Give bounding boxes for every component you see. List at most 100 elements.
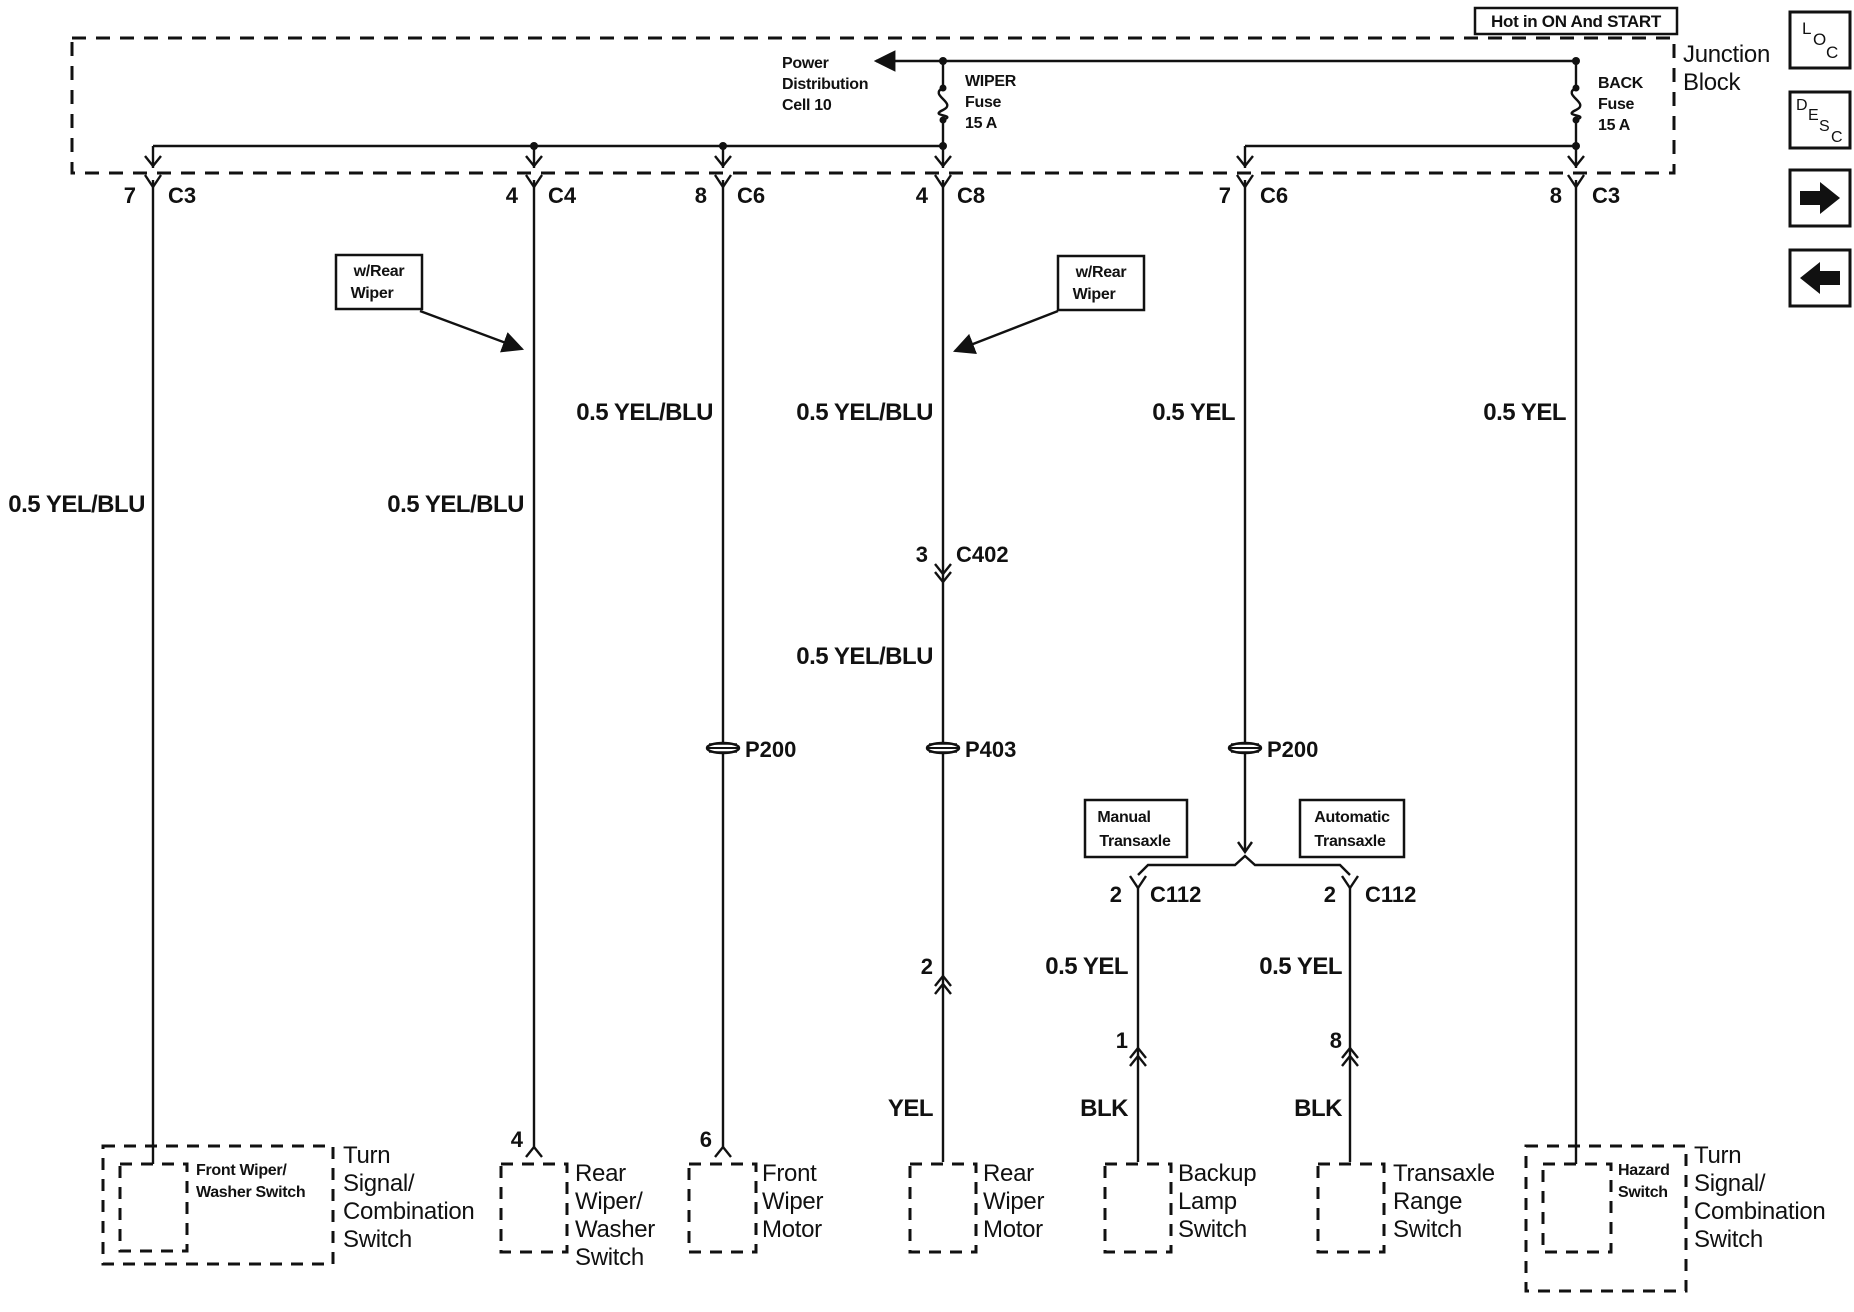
svg-text:7: 7 [1219, 183, 1231, 208]
next-page-button[interactable] [1788, 168, 1852, 228]
svg-text:Front Wiper/: Front Wiper/ [196, 1162, 287, 1179]
svg-text:3: 3 [916, 542, 928, 567]
svg-text:Cell 10: Cell 10 [782, 97, 832, 114]
svg-text:Wiper: Wiper [983, 1188, 1044, 1215]
svg-text:Motor: Motor [983, 1216, 1043, 1243]
junction-block-outline [70, 36, 1676, 175]
svg-text:Fuse: Fuse [965, 94, 1002, 111]
svg-text:Power: Power [782, 55, 829, 72]
svg-text:Rear: Rear [575, 1160, 626, 1187]
inline-connector-labels: 3 C402 P200 P403 P200 2 C112 2 C112 2 1 … [511, 542, 1417, 1152]
svg-text:Signal/: Signal/ [1694, 1170, 1766, 1197]
svg-text:Washer Switch: Washer Switch [196, 1184, 305, 1201]
junction-bus [151, 50, 1582, 168]
wire-labels: 0.5 YEL/BLU 0.5 YEL/BLU 0.5 YEL/BLU 0.5 … [8, 399, 1566, 1122]
svg-text:0.5 YEL: 0.5 YEL [1045, 953, 1128, 980]
connector-c3-right: 8 C3 [1550, 174, 1620, 208]
svg-text:Motor: Motor [762, 1216, 822, 1243]
option-rear-wiper-2: w/Rear Wiper [952, 254, 1146, 355]
loc-button[interactable]: L O C [1788, 10, 1852, 70]
connector-c4: 4 C4 [506, 174, 577, 208]
desc-button[interactable]: D E S C [1788, 90, 1852, 150]
svg-text:4: 4 [511, 1127, 524, 1152]
arrow-right-icon [1800, 182, 1840, 214]
connector-c8: 4 C8 [916, 174, 985, 208]
svg-text:Washer: Washer [575, 1216, 655, 1243]
hot-in-on-start-label: Hot in ON And START [1473, 6, 1679, 36]
splice-p200-right [1227, 741, 1263, 755]
svg-text:C4: C4 [548, 183, 577, 208]
svg-text:w/Rear: w/Rear [1075, 264, 1127, 281]
svg-text:0.5 YEL/BLU: 0.5 YEL/BLU [387, 491, 524, 518]
transaxle-range-switch: Transaxle Range Switch [1316, 1160, 1495, 1254]
svg-text:P200: P200 [745, 737, 796, 762]
svg-text:Front: Front [762, 1160, 817, 1187]
svg-text:8: 8 [1330, 1028, 1342, 1053]
svg-text:Fuse: Fuse [1598, 96, 1635, 113]
svg-text:Switch: Switch [1393, 1216, 1462, 1243]
connector-c3-left: 7 C3 [124, 174, 196, 208]
svg-text:0.5 YEL/BLU: 0.5 YEL/BLU [8, 491, 145, 518]
wires [151, 180, 1578, 1162]
svg-text:E: E [1808, 107, 1819, 124]
previous-page-button[interactable] [1788, 248, 1852, 308]
junction-block-label: Junction [1683, 41, 1770, 68]
svg-text:Range: Range [1393, 1188, 1462, 1215]
svg-text:8: 8 [695, 183, 707, 208]
svg-text:Switch: Switch [1618, 1184, 1668, 1201]
svg-text:Combination: Combination [1694, 1198, 1825, 1225]
backup-lamp-switch: Backup Lamp Switch [1103, 1160, 1257, 1254]
option-automatic-transaxle: Automatic Transaxle [1298, 798, 1406, 859]
svg-text:Distribution: Distribution [782, 76, 868, 93]
wiper-fuse-label: WIPER Fuse 15 A [965, 73, 1017, 132]
arrow-left-icon [1800, 262, 1840, 294]
svg-text:C: C [1831, 129, 1843, 146]
svg-text:C: C [1826, 43, 1838, 62]
svg-text:Signal/: Signal/ [343, 1170, 415, 1197]
svg-text:Backup: Backup [1178, 1160, 1256, 1187]
svg-text:Wiper/: Wiper/ [575, 1188, 643, 1215]
svg-text:4: 4 [506, 183, 519, 208]
svg-text:S: S [1819, 118, 1830, 135]
svg-text:Combination: Combination [343, 1198, 474, 1225]
svg-text:Turn: Turn [1694, 1142, 1741, 1169]
svg-text:15 A: 15 A [1598, 117, 1631, 134]
svg-text:D: D [1796, 97, 1808, 114]
svg-text:6: 6 [700, 1127, 712, 1152]
junction-block-label-2: Block [1683, 69, 1741, 96]
svg-text:Transaxle: Transaxle [1393, 1160, 1495, 1187]
svg-text:C6: C6 [1260, 183, 1288, 208]
rear-wiper-washer-switch: Rear Wiper/ Washer Switch [499, 1160, 656, 1271]
splice-p403 [925, 741, 961, 755]
svg-text:0.5 YEL/BLU: 0.5 YEL/BLU [576, 399, 713, 426]
svg-text:2: 2 [921, 954, 933, 979]
svg-text:0.5 YEL/BLU: 0.5 YEL/BLU [796, 399, 933, 426]
svg-text:0.5 YEL: 0.5 YEL [1259, 953, 1342, 980]
svg-text:Automatic: Automatic [1314, 809, 1390, 826]
svg-text:0.5 YEL: 0.5 YEL [1483, 399, 1566, 426]
svg-text:C6: C6 [737, 183, 765, 208]
option-rear-wiper-1: w/Rear Wiper [334, 253, 525, 353]
svg-text:7: 7 [124, 183, 136, 208]
svg-text:Hazard: Hazard [1618, 1162, 1670, 1179]
splice-p200-left [705, 741, 741, 755]
connector-glyphs [525, 563, 1359, 1158]
svg-text:BACK: BACK [1598, 75, 1644, 92]
svg-text:Wiper: Wiper [351, 285, 394, 302]
connector-c6-left: 8 C6 [695, 174, 765, 208]
svg-text:C112: C112 [1150, 882, 1201, 907]
svg-text:BLK: BLK [1080, 1095, 1129, 1122]
svg-text:YEL: YEL [888, 1095, 933, 1122]
connector-c6-right: 7 C6 [1219, 174, 1288, 208]
svg-text:O: O [1813, 30, 1826, 49]
svg-text:C402: C402 [956, 542, 1009, 567]
svg-text:Switch: Switch [343, 1226, 412, 1253]
svg-text:0.5 YEL/BLU: 0.5 YEL/BLU [796, 643, 933, 670]
svg-text:Switch: Switch [1694, 1226, 1763, 1253]
svg-text:Switch: Switch [1178, 1216, 1247, 1243]
svg-text:Transaxle: Transaxle [1099, 833, 1171, 850]
svg-text:P200: P200 [1267, 737, 1318, 762]
svg-text:2: 2 [1110, 882, 1122, 907]
svg-text:Transaxle: Transaxle [1314, 833, 1386, 850]
